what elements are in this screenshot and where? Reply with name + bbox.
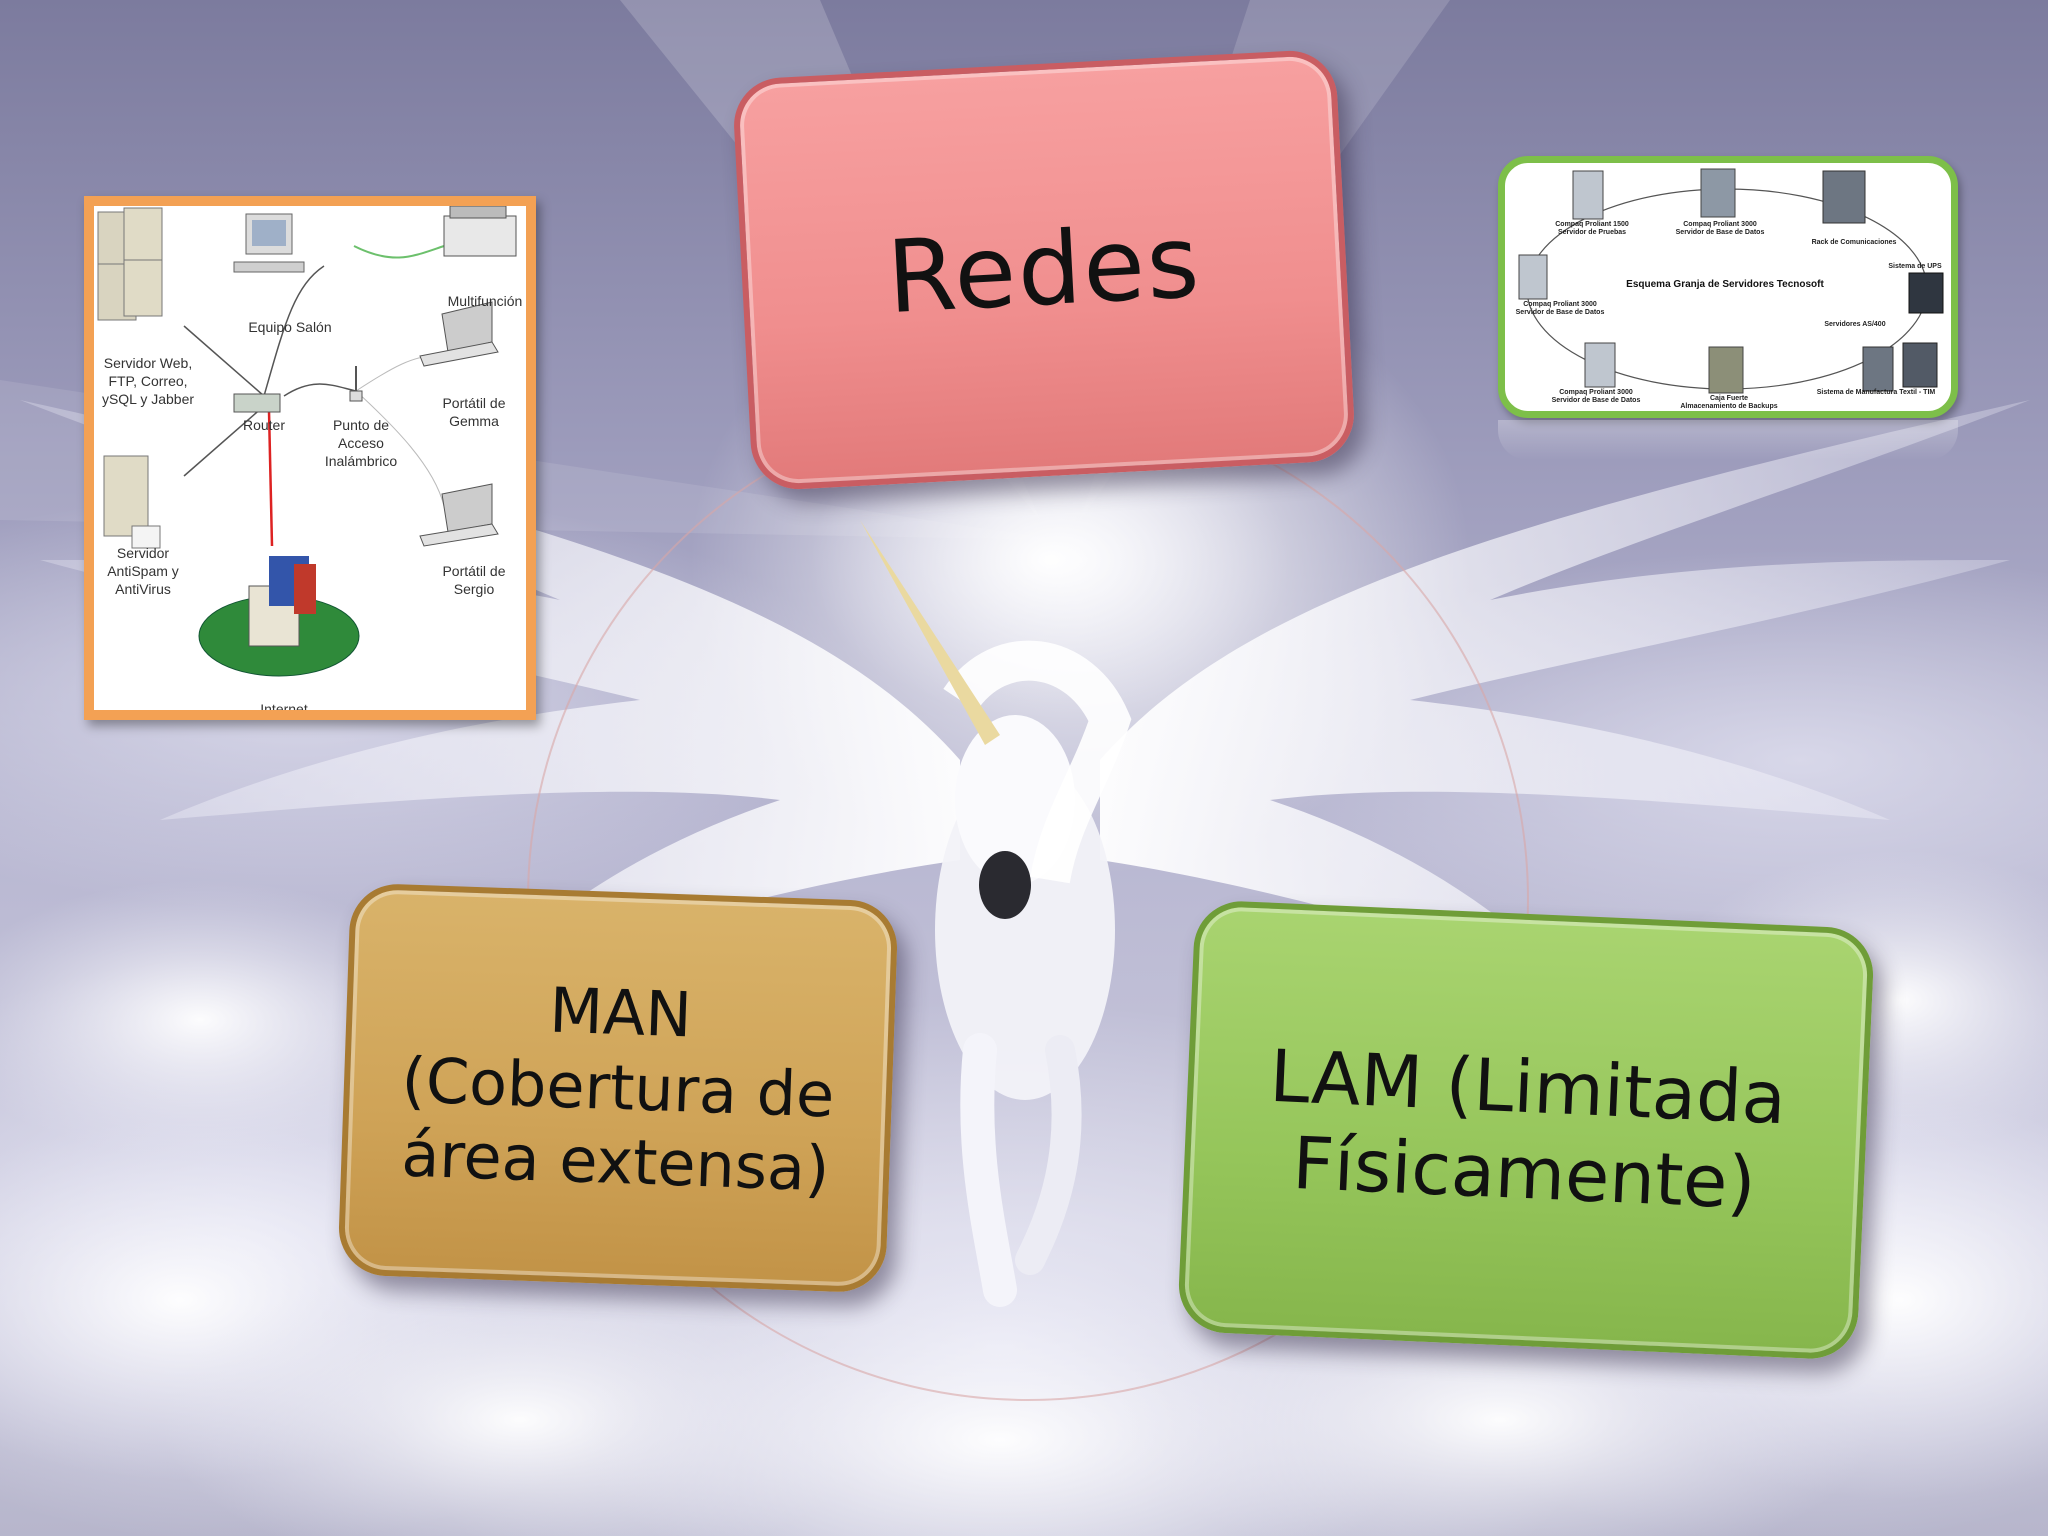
- label-servidor-web: Servidor Web, FTP, Correo, ySQL y Jabber: [88, 354, 208, 409]
- node-redes-label: Redes: [884, 202, 1203, 338]
- label-s7: Compaq Proliant 3000 Servidor de Base de…: [1541, 389, 1651, 406]
- label-s3: Rack de Comunicaciones: [1799, 239, 1909, 247]
- node-lam: LAM (Limitada Físicamente): [1177, 899, 1875, 1360]
- node-redes: Redes: [732, 48, 1357, 491]
- label-s5: Compaq Proliant 3000 Servidor de Base de…: [1505, 301, 1615, 318]
- node-man: MAN (Cobertura de área extensa): [337, 883, 898, 1294]
- label-equipo-salon: Equipo Salón: [230, 318, 350, 336]
- label-portatil-sergio: Portátil de Sergio: [424, 562, 524, 598]
- label-s9: Sistema de Manufactura Textil - TIM: [1801, 389, 1951, 397]
- label-s2: Compaq Proliant 3000 Servidor de Base de…: [1665, 221, 1775, 238]
- label-multifuncion: Multifunción: [430, 292, 536, 310]
- label-s1: Compaq Proliant 1500 Servidor de Pruebas: [1537, 221, 1647, 238]
- node-lam-label: LAM (Limitada Físicamente): [1264, 1032, 1788, 1227]
- server-farm-title: Esquema Granja de Servidores Tecnosoft: [1605, 279, 1845, 290]
- label-s8: Caja Fuerte Almacenamiento de Backups: [1669, 395, 1789, 412]
- network-diagram-image: Servidor Web, FTP, Correo, ySQL y Jabber…: [84, 196, 536, 720]
- label-s6: Servidores AS/400: [1805, 321, 1905, 329]
- label-router: Router: [224, 416, 304, 434]
- label-punto-acceso: Punto de Acceso Inalámbrico: [306, 416, 416, 471]
- label-portatil-gemma: Portátil de Gemma: [424, 394, 524, 430]
- label-s4: Sistema de UPS: [1875, 263, 1955, 271]
- label-internet: Internet: [244, 700, 324, 718]
- server-farm-image: Esquema Granja de Servidores Tecnosoft C…: [1498, 156, 1958, 418]
- server-farm-reflection: [1498, 420, 1958, 460]
- node-man-label: MAN (Cobertura de área extensa): [398, 969, 838, 1207]
- label-servidor-antispam: Servidor AntiSpam y AntiVirus: [88, 544, 198, 599]
